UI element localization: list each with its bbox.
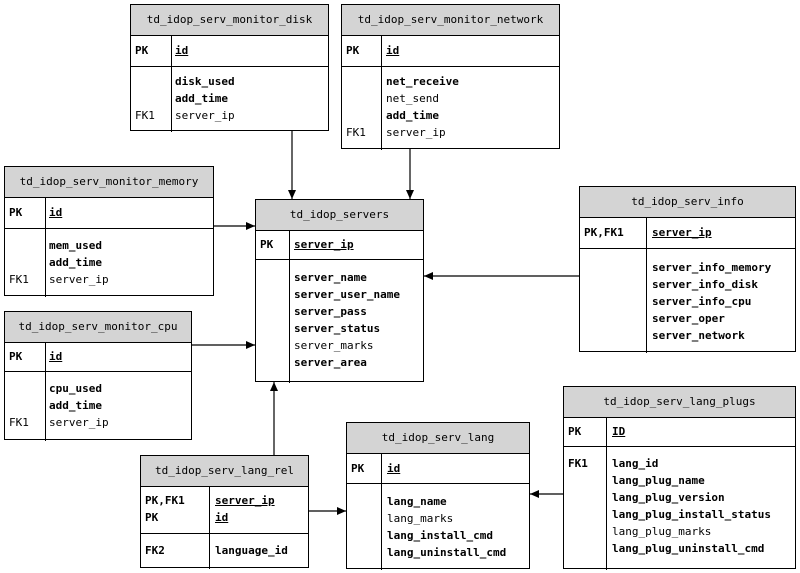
field-name: id	[49, 206, 63, 219]
field-name: disk_used	[175, 75, 235, 88]
field-name: mem_used	[49, 239, 102, 252]
entity-monitor-memory[interactable]: td_idop_serv_monitor_memory PK id mem_us…	[4, 166, 214, 297]
field-name: server_ip	[294, 238, 354, 251]
field-name: lang_plug_uninstall_cmd	[612, 542, 765, 555]
field-name: add_time	[386, 109, 439, 122]
entity-title: td_idop_serv_monitor_memory	[5, 167, 213, 198]
field-name: server_ip	[386, 126, 446, 139]
field-name: lang_plug_install_status	[612, 508, 771, 521]
field-name: lang_plug_marks	[612, 525, 712, 538]
entity-serv-info[interactable]: td_idop_serv_info PK,FK1 server_ip serve…	[579, 186, 796, 353]
entity-title: td_idop_serv_info	[580, 187, 795, 218]
entity-monitor-cpu[interactable]: td_idop_serv_monitor_cpu PK id cpu_used …	[4, 311, 192, 441]
key-label: PK	[351, 462, 365, 475]
field-name: cpu_used	[49, 382, 102, 395]
entity-lang[interactable]: td_idop_serv_lang PK id lang_name lang_m…	[346, 422, 530, 570]
key-label: FK1	[346, 126, 366, 139]
field-name: net_receive	[386, 75, 459, 88]
key-label: FK1	[9, 416, 29, 429]
field-name: server_network	[652, 329, 745, 342]
field-name: lang_install_cmd	[387, 529, 493, 542]
field-name: add_time	[49, 399, 102, 412]
field-name: add_time	[49, 256, 102, 269]
field-name: lang_name	[387, 495, 447, 508]
field-name: lang_uninstall_cmd	[387, 546, 507, 559]
entity-title: td_idop_servers	[256, 200, 423, 231]
entity-monitor-network[interactable]: td_idop_serv_monitor_network PK id net_r…	[341, 4, 560, 150]
field-name: server_ip	[175, 109, 235, 122]
field-name: server_ip	[49, 416, 109, 429]
field-name: server_ip	[652, 226, 712, 239]
field-name: server_pass	[294, 305, 367, 318]
key-label: FK1	[135, 109, 155, 122]
field-name: server_info_cpu	[652, 295, 752, 308]
entity-monitor-disk[interactable]: td_idop_serv_monitor_disk PK id disk_use…	[130, 4, 329, 132]
entity-title: td_idop_serv_lang_plugs	[564, 387, 795, 418]
field-name: id	[387, 462, 401, 475]
key-label: PK	[135, 44, 149, 57]
field-name: server_user_name	[294, 288, 400, 301]
field-name: server_area	[294, 356, 367, 369]
field-name: server_status	[294, 322, 381, 335]
key-label: PK	[9, 350, 23, 363]
key-label: PK	[568, 425, 582, 438]
field-name: server_info_memory	[652, 261, 772, 274]
entity-title: td_idop_serv_lang	[347, 423, 529, 454]
key-label: FK1	[9, 273, 29, 286]
field-name: lang_plug_name	[612, 474, 705, 487]
field-name: lang_id	[612, 457, 659, 470]
field-name: lang_plug_version	[612, 491, 725, 504]
entity-title: td_idop_serv_lang_rel	[141, 456, 308, 487]
field-name: net_send	[386, 92, 439, 105]
entity-title: td_idop_serv_monitor_network	[342, 5, 559, 36]
field-name: server_marks	[294, 339, 374, 352]
field-name: id	[386, 44, 400, 57]
key-label: FK2	[145, 544, 165, 557]
field-name: ID	[612, 425, 626, 438]
field-name: language_id	[215, 544, 288, 557]
key-label: PK	[145, 511, 159, 524]
key-label: PK	[260, 238, 274, 251]
field-name: id	[49, 350, 63, 363]
key-label: PK,FK1	[145, 494, 185, 507]
field-name: id	[215, 511, 229, 524]
key-label: PK,FK1	[584, 226, 624, 239]
field-name: add_time	[175, 92, 228, 105]
field-name: server_name	[294, 271, 367, 284]
entity-lang-rel[interactable]: td_idop_serv_lang_rel PK,FK1 server_ip P…	[140, 455, 309, 569]
key-label: PK	[9, 206, 23, 219]
entity-title: td_idop_serv_monitor_cpu	[5, 312, 191, 343]
field-name: server_oper	[652, 312, 725, 325]
key-label: FK1	[568, 457, 588, 470]
key-label: PK	[346, 44, 360, 57]
field-name: lang_marks	[387, 512, 454, 525]
field-name: server_info_disk	[652, 278, 758, 291]
field-name: server_ip	[215, 494, 275, 507]
field-name: id	[175, 44, 189, 57]
entity-title: td_idop_serv_monitor_disk	[131, 5, 328, 36]
entity-servers[interactable]: td_idop_servers PK server_ip server_name…	[255, 199, 424, 383]
entity-lang-plugs[interactable]: td_idop_serv_lang_plugs PK ID FK1 lang_i…	[563, 386, 796, 570]
field-name: server_ip	[49, 273, 109, 286]
